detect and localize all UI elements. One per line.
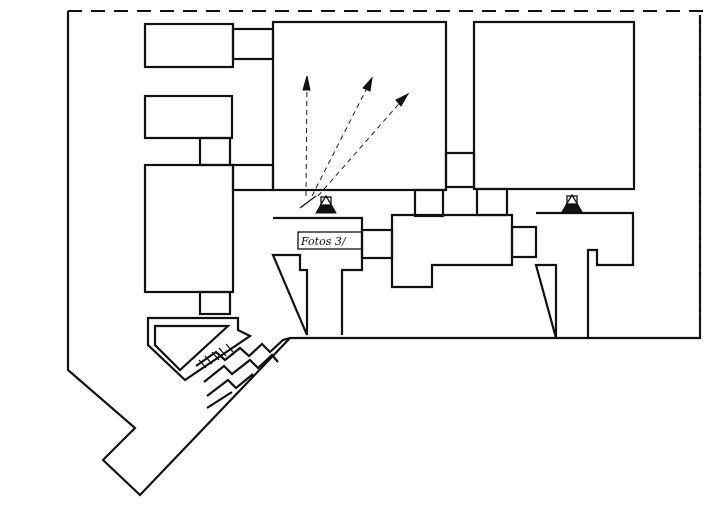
connector-booth-centre xyxy=(360,228,394,260)
stem-right xyxy=(475,187,509,217)
connector-centre-right xyxy=(510,225,538,259)
stepped-stairs xyxy=(195,336,291,409)
annex-room-1 xyxy=(143,22,235,69)
projector-icon-left xyxy=(315,194,337,214)
projector-icon-right xyxy=(561,193,583,213)
stem-left xyxy=(413,188,445,218)
annex-room-3 xyxy=(143,163,235,294)
stair-hatching xyxy=(198,343,234,369)
angled-wing-inner xyxy=(153,324,231,372)
connector-annex-2-3 xyxy=(198,136,232,167)
outer-boundary-wall xyxy=(66,11,702,497)
photo-label: Fotos 3/ xyxy=(300,235,347,248)
connector-annex-3-lower xyxy=(198,290,232,316)
booth-right xyxy=(534,211,635,339)
annex-room-2 xyxy=(143,94,234,140)
booth-left xyxy=(271,216,364,336)
connector-halls xyxy=(444,151,476,189)
main-hall-right xyxy=(472,20,636,191)
angled-wing xyxy=(146,316,253,382)
connector-annex-1 xyxy=(231,27,275,61)
centre-module xyxy=(390,213,514,289)
connector-annex-3 xyxy=(231,163,275,192)
view-arrows xyxy=(299,75,410,209)
main-hall-left xyxy=(271,20,448,192)
